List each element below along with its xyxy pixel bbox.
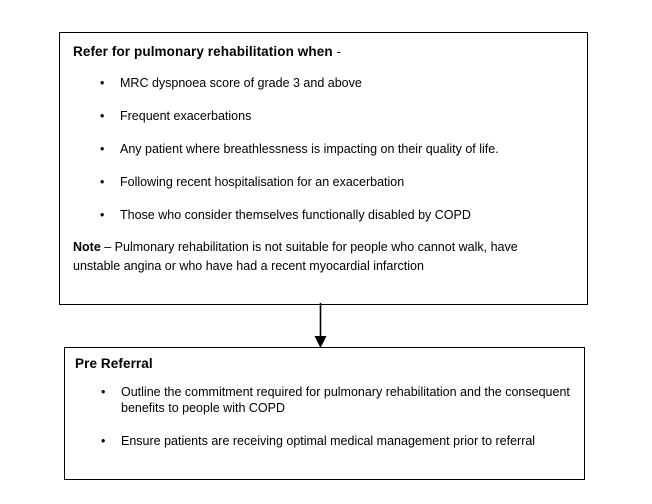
refer-criteria-box: Refer for pulmonary rehabilitation when …: [59, 32, 588, 305]
list-item: • Ensure patients are receiving optimal …: [101, 433, 571, 449]
list-item-label: Following recent hospitalisation for an …: [120, 175, 405, 189]
list-item: • Those who consider themselves function…: [100, 207, 570, 223]
bullet-icon: •: [100, 208, 105, 222]
list-item: • Any patient where breathlessness is im…: [100, 141, 570, 157]
list-item: • Frequent exacerbations: [100, 108, 570, 124]
list-item-label: MRC dyspnoea score of grade 3 and above: [120, 76, 362, 90]
bullet-icon: •: [101, 434, 106, 448]
note-body: – Pulmonary rehabilitation is not suitab…: [73, 240, 518, 273]
bullet-icon: •: [100, 76, 105, 90]
list-item: • MRC dyspnoea score of grade 3 and abov…: [100, 75, 570, 91]
list-item-label: Outline the commitment required for pulm…: [121, 385, 570, 415]
refer-heading-text: Refer for pulmonary rehabilitation when: [73, 44, 333, 59]
pre-referral-list: • Outline the commitment required for pu…: [101, 384, 571, 449]
pre-referral-box: Pre Referral • Outline the commitment re…: [64, 347, 585, 480]
downward-arrow-icon: [314, 303, 327, 348]
list-item: • Following recent hospitalisation for a…: [100, 174, 570, 190]
bullet-icon: •: [100, 142, 105, 156]
bullet-icon: •: [100, 175, 105, 189]
note-label: Note: [73, 240, 101, 254]
refer-box-heading: Refer for pulmonary rehabilitation when …: [73, 44, 341, 59]
refer-criteria-list: • MRC dyspnoea score of grade 3 and abov…: [100, 75, 570, 223]
bullet-icon: •: [100, 109, 105, 123]
refer-heading-suffix: -: [332, 44, 342, 59]
pre-referral-box-heading: Pre Referral: [75, 356, 153, 371]
list-item-label: Any patient where breathlessness is impa…: [120, 142, 499, 156]
list-item-label: Ensure patients are receiving optimal me…: [121, 434, 536, 448]
refer-note-paragraph: Note – Pulmonary rehabilitation is not s…: [73, 238, 563, 276]
list-item-label: Those who consider themselves functional…: [120, 208, 471, 222]
list-item: • Outline the commitment required for pu…: [101, 384, 571, 416]
list-item-label: Frequent exacerbations: [120, 109, 252, 123]
bullet-icon: •: [101, 385, 106, 399]
